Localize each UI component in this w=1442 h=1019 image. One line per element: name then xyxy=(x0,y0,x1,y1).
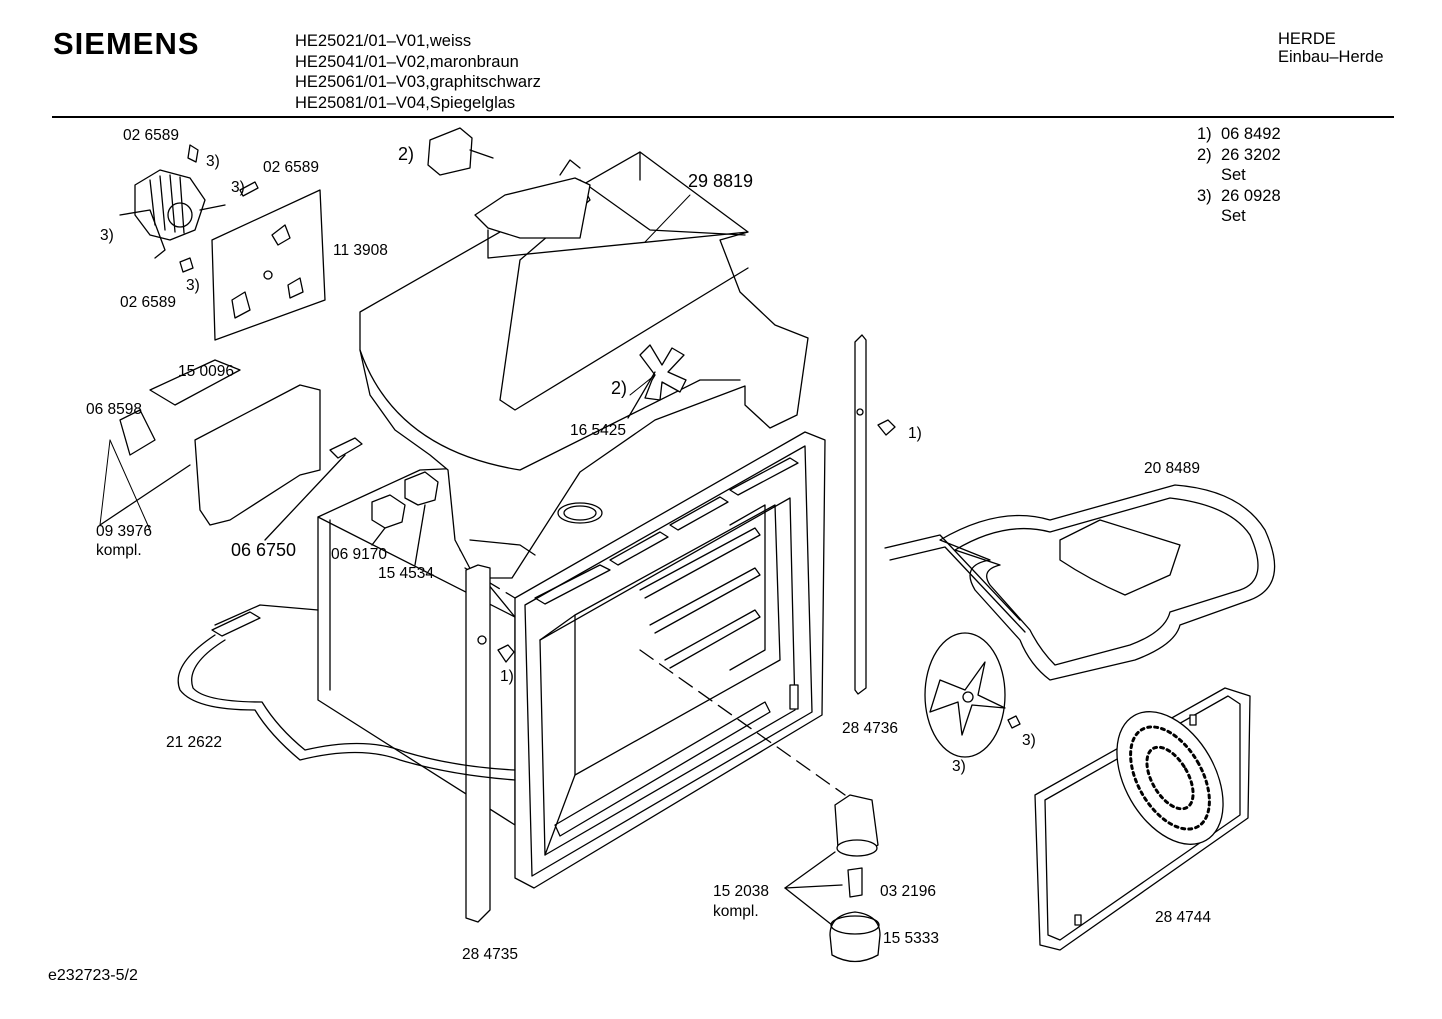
footnote-marker: 3) xyxy=(186,277,200,294)
part-label: 02 6589 xyxy=(120,294,177,311)
footnote-key: 2) xyxy=(1197,145,1212,164)
footnote-marker: 1) xyxy=(500,668,514,685)
footnote-sub: Set xyxy=(1221,207,1246,225)
part-label: 02 6589 xyxy=(263,159,320,176)
left-side-rail xyxy=(466,565,514,922)
right-side-rail xyxy=(855,335,895,694)
part-label: kompl. xyxy=(96,542,142,559)
model-item: HE25061/01–V03,graphitschwarz xyxy=(295,73,541,91)
part-label: 15 4534 xyxy=(378,565,435,582)
top-heat-shield xyxy=(360,152,808,578)
footnote-marker: 3) xyxy=(1022,732,1036,749)
part-label: 03 2196 xyxy=(880,883,937,900)
footnote-row: 3) 26 0928 xyxy=(1197,186,1281,207)
bottom-heating-element xyxy=(178,605,515,780)
top-grill-element xyxy=(885,485,1275,680)
part-label: 16 5425 xyxy=(570,422,627,439)
oven-front-frame xyxy=(515,432,825,888)
leader-lines xyxy=(630,195,690,395)
part-label: 21 2622 xyxy=(166,734,223,751)
part-label: 06 9170 xyxy=(331,546,388,563)
footnote-row: 2) 26 3202 xyxy=(1197,145,1281,166)
footnote-marker: 2) xyxy=(611,378,628,398)
footnote-value: 26 3202 xyxy=(1221,145,1281,164)
small-fan-blade xyxy=(628,345,686,418)
part-label: 06 8598 xyxy=(86,401,143,418)
convection-fan xyxy=(925,633,1020,757)
motor-back-plate xyxy=(212,190,325,340)
control-bracket xyxy=(100,360,362,540)
footnote-marker: 2) xyxy=(398,144,415,164)
convection-motor xyxy=(120,145,258,272)
model-item: HE25021/01–V01,weiss xyxy=(295,32,472,50)
part-label: 15 0096 xyxy=(178,363,235,380)
part-label: kompl. xyxy=(713,903,759,920)
part-label: 09 3976 xyxy=(96,523,153,540)
footnote-marker: 3) xyxy=(100,227,114,244)
model-item: HE25081/01–V04,Spiegelglas xyxy=(295,93,516,112)
footnote-legend: 1) 06 8492 2) 26 3202 Set 3) 26 0928 Set xyxy=(1197,124,1281,227)
footnote-marker: 3) xyxy=(952,758,966,775)
footnote-key: 3) xyxy=(1197,186,1212,205)
header-divider xyxy=(52,116,1394,118)
thermostats xyxy=(372,472,438,565)
category-title: HERDE xyxy=(1278,30,1336,48)
model-list: HE25021/01–V01,weiss HE25041/01–V02,maro… xyxy=(295,31,541,113)
part-label: 28 4744 xyxy=(1155,909,1212,926)
footnote-key: 1) xyxy=(1197,125,1212,143)
footnote-value: 06 8492 xyxy=(1221,125,1281,143)
part-label: 15 5333 xyxy=(883,930,940,947)
part-label: 11 3908 xyxy=(333,242,388,259)
brand-logo: SIEMENS xyxy=(53,26,200,61)
model-item: HE25041/01–V02,maronbraun xyxy=(295,52,519,71)
part-label: 02 6589 xyxy=(123,127,180,144)
footnote-row: 1) 06 8492 xyxy=(1197,124,1281,145)
footnote-sub: Set xyxy=(1221,166,1246,184)
category-subtitle: Einbau–Herde xyxy=(1278,48,1384,66)
drawing-code: e232723-5/2 xyxy=(48,967,138,984)
footnote-marker: 3) xyxy=(231,179,245,196)
top-motor xyxy=(428,128,493,175)
footnote-marker: 3) xyxy=(206,153,220,170)
part-label: 20 8489 xyxy=(1144,460,1201,477)
part-label: 15 2038 xyxy=(713,883,770,900)
footnote-value: 26 0928 xyxy=(1221,186,1281,205)
part-label: 28 4736 xyxy=(842,720,899,737)
oven-lamp-assembly xyxy=(785,795,880,962)
footnote-marker: 1) xyxy=(908,425,922,442)
part-label: 29 8819 xyxy=(688,171,754,191)
rear-fan-cover xyxy=(1035,688,1250,950)
part-label: 06 6750 xyxy=(231,540,297,560)
part-label: 28 4735 xyxy=(462,946,519,963)
